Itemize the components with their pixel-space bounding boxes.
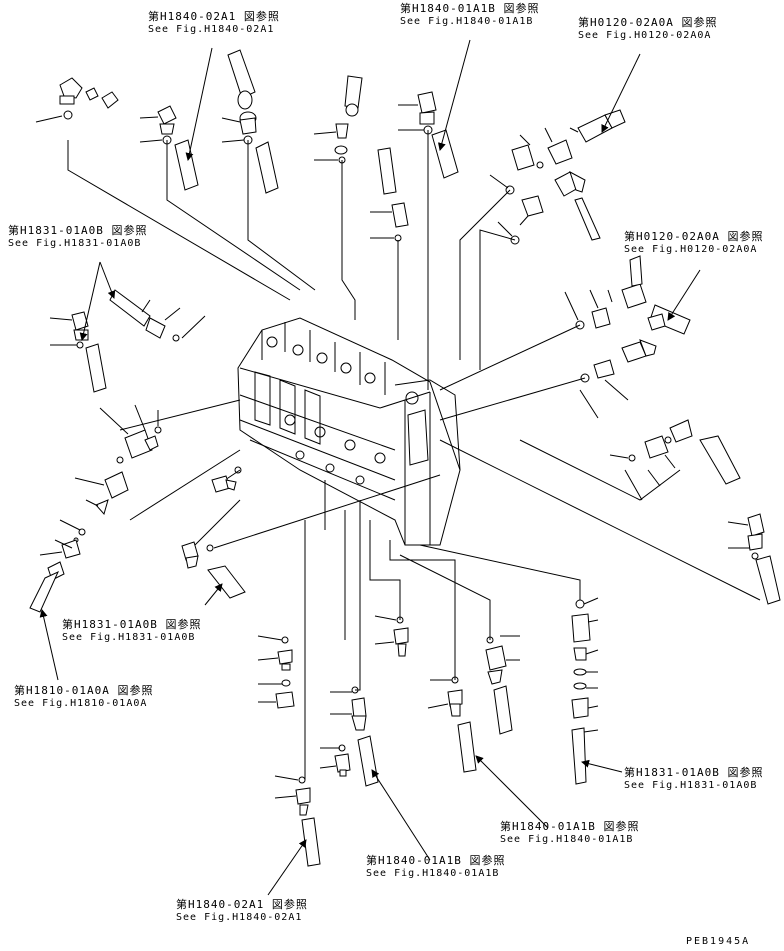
fitting-group-bottom-center-right xyxy=(427,635,520,773)
ref-label-en: See Fig.H0120-02A0A xyxy=(578,30,712,41)
fitting-group-left-upper xyxy=(49,289,206,393)
ref-label-en: See Fig.H1831-01A0B xyxy=(8,238,142,249)
ref-label-en: See Fig.H1810-01A0A xyxy=(14,698,148,709)
ref-label-jp: 第H1840-02A1 図参照 xyxy=(176,898,308,911)
ref-label-jp: 第H0120-02A0A 図参照 xyxy=(624,230,764,243)
ref-label-en: See Fig.H1831-01A0B xyxy=(624,780,758,791)
ref-label-jp: 第H1840-01A1B 図参照 xyxy=(366,854,506,867)
fitting-group-top-left xyxy=(35,77,119,123)
fitting-group-bottom-right xyxy=(571,597,599,785)
fitting-group-bottom-center xyxy=(319,615,409,787)
ref-label-h1810-01a0a: 第H1810-01A0A 図参照 See Fig.H1810-01A0A xyxy=(14,684,153,710)
ref-label-jp: 第H1831-01A0B 図参照 xyxy=(624,766,764,779)
fitting-group-top-center xyxy=(221,49,279,194)
ref-label-h1840-01a1b-top: 第H1840-01A1B 図参照 See Fig.H1840-01A1B xyxy=(400,2,539,28)
ref-label-jp: 第H1810-01A0A 図参照 xyxy=(14,684,154,697)
fitting-group-top-right xyxy=(489,109,626,245)
ref-label-h1831-01a0b-center: 第H1831-01A0B 図参照 See Fig.H1831-01A0B xyxy=(62,618,201,644)
ref-label-h1831-01a0b-right: 第H1831-01A0B 図参照 See Fig.H1831-01A0B xyxy=(624,766,763,792)
ref-label-jp: 第H1840-02A1 図参照 xyxy=(148,10,280,23)
ref-label-h1840-01a1b-bottom-right: 第H1840-01A1B 図参照 See Fig.H1840-01A1B xyxy=(500,820,639,846)
ref-label-en: See Fig.H1840-02A1 xyxy=(176,912,303,923)
fitting-group-left-lower xyxy=(29,519,86,613)
ref-label-en: See Fig.H1840-02A1 xyxy=(148,24,275,35)
ref-label-en: See Fig.H1840-01A1B xyxy=(400,16,534,27)
fitting-group-far-right xyxy=(727,513,781,605)
ref-label-jp: 第H1840-01A1B 図参照 xyxy=(400,2,540,15)
ref-label-jp: 第H0120-02A0A 図参照 xyxy=(578,16,718,29)
fitting-group-bottom-lower xyxy=(274,775,321,867)
ref-label-h1840-02a1-bottom: 第H1840-02A1 図参照 See Fig.H1840-02A1 xyxy=(176,898,308,924)
fitting-group-right-upper xyxy=(564,255,691,335)
fitting-group-top-mid xyxy=(313,75,409,242)
fitting-group-top-center-left xyxy=(139,105,199,191)
ref-label-h1840-02a1-top: 第H1840-02A1 図参照 See Fig.H1840-02A1 xyxy=(148,10,280,36)
ref-label-en: See Fig.H0120-02A0A xyxy=(624,244,758,255)
fitting-group-right-lower xyxy=(609,419,741,501)
drawing-id: PEB1945A xyxy=(686,936,751,947)
fitting-group-top-right-center xyxy=(398,91,459,179)
ref-label-h1840-01a1b-bottom: 第H1840-01A1B 図参照 See Fig.H1840-01A1B xyxy=(366,854,505,880)
fitting-group-bottom-left xyxy=(257,635,295,709)
reference-arrows xyxy=(39,39,701,896)
ref-label-en: See Fig.H1840-01A1B xyxy=(500,834,634,845)
fitting-group-right-mid xyxy=(579,339,657,419)
fitting-group-left-mid xyxy=(74,404,162,516)
ref-label-jp: 第H1831-01A0B 図参照 xyxy=(8,224,148,237)
ref-label-en: See Fig.H1831-01A0B xyxy=(62,632,196,643)
leader-lines xyxy=(67,130,761,780)
ref-label-h0120-02a0a-right: 第H0120-02A0A 図参照 See Fig.H0120-02A0A xyxy=(624,230,763,256)
ref-label-en: See Fig.H1840-01A1B xyxy=(366,868,500,879)
control-valve-body xyxy=(237,317,461,546)
ref-label-h0120-02a0a-top: 第H0120-02A0A 図参照 See Fig.H0120-02A0A xyxy=(578,16,717,42)
ref-label-h1831-01a0b-left: 第H1831-01A0B 図参照 See Fig.H1831-01A0B xyxy=(8,224,147,250)
ref-label-jp: 第H1831-01A0B 図参照 xyxy=(62,618,202,631)
fitting-group-lower-left-center xyxy=(181,466,441,599)
ref-label-jp: 第H1840-01A1B 図参照 xyxy=(500,820,640,833)
